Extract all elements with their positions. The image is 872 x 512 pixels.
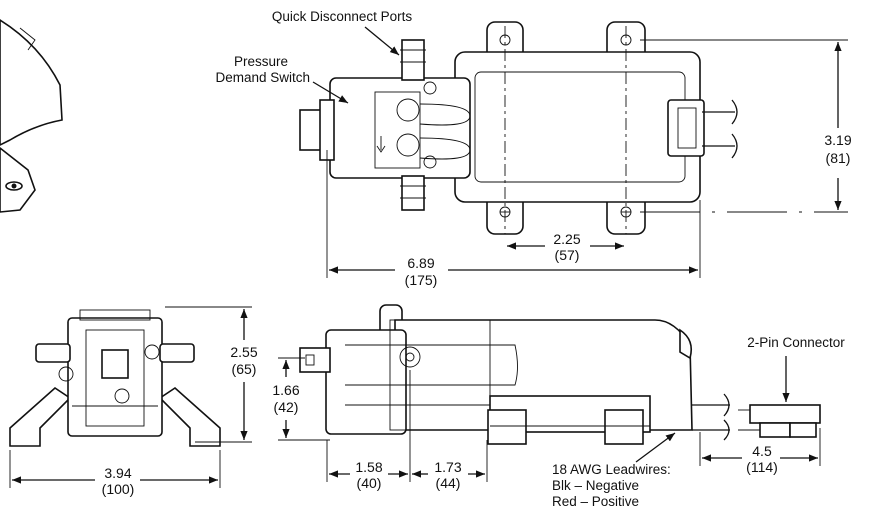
dim-connector-length: 4.5 (114) [699,428,821,475]
dim-total-width: 6.89 (175) [326,150,701,288]
connector-label: 2-Pin Connector [747,335,845,350]
port-to-mount-in: 1.58 [355,459,382,475]
dim-mount-height: 3.19 (81) [824,42,852,210]
callout-connector: 2-Pin Connector [747,335,845,402]
pressure-label-line2: Demand Switch [215,70,310,85]
mount-to-body-mm: (44) [436,475,461,491]
leadwires-label-line1: 18 AWG Leadwires: [552,462,671,477]
connector-length-in: 4.5 [752,443,772,459]
dim-mount-spacing: 2.25 (57) [507,231,624,263]
port-height-in: 1.66 [272,382,299,398]
callout-quick-disconnect: Quick Disconnect Ports [272,9,413,56]
dim-port-height: 1.66 (42) [272,357,330,441]
dim-side-spacing: 1.58 (40) 1.73 (44) [326,370,488,491]
leadwires-label-line2: Blk – Negative [552,478,639,493]
pressure-label-line1: Pressure [234,54,288,69]
end-height-in: 2.55 [230,344,257,360]
connector-length-mm: (114) [746,459,778,475]
isometric-view-partial [0,19,63,213]
end-view [9,309,221,447]
mount-height-mm: (81) [826,150,851,166]
mount-height-in: 3.19 [824,132,851,148]
dim-end-height: 2.55 (65) [165,306,258,443]
callout-pressure-switch: Pressure Demand Switch [215,54,349,104]
mount-to-body-in: 1.73 [434,459,461,475]
quick-disconnect-label: Quick Disconnect Ports [272,9,413,24]
mount-spacing-in: 2.25 [553,231,580,247]
port-to-mount-mm: (40) [357,475,382,491]
dim-base-width: 3.94 (100) [9,450,221,497]
port-height-mm: (42) [274,399,299,415]
top-view [299,21,848,235]
total-width-in: 6.89 [407,255,434,271]
callout-leadwires: 18 AWG Leadwires: Blk – Negative Red – P… [552,432,676,509]
end-height-mm: (65) [232,361,257,377]
base-width-in: 3.94 [104,465,131,481]
side-view [299,304,821,445]
mount-spacing-mm: (57) [555,247,580,263]
leadwires-label-line3: Red – Positive [552,494,639,509]
total-width-mm: (175) [405,272,438,288]
base-width-mm: (100) [102,481,135,497]
